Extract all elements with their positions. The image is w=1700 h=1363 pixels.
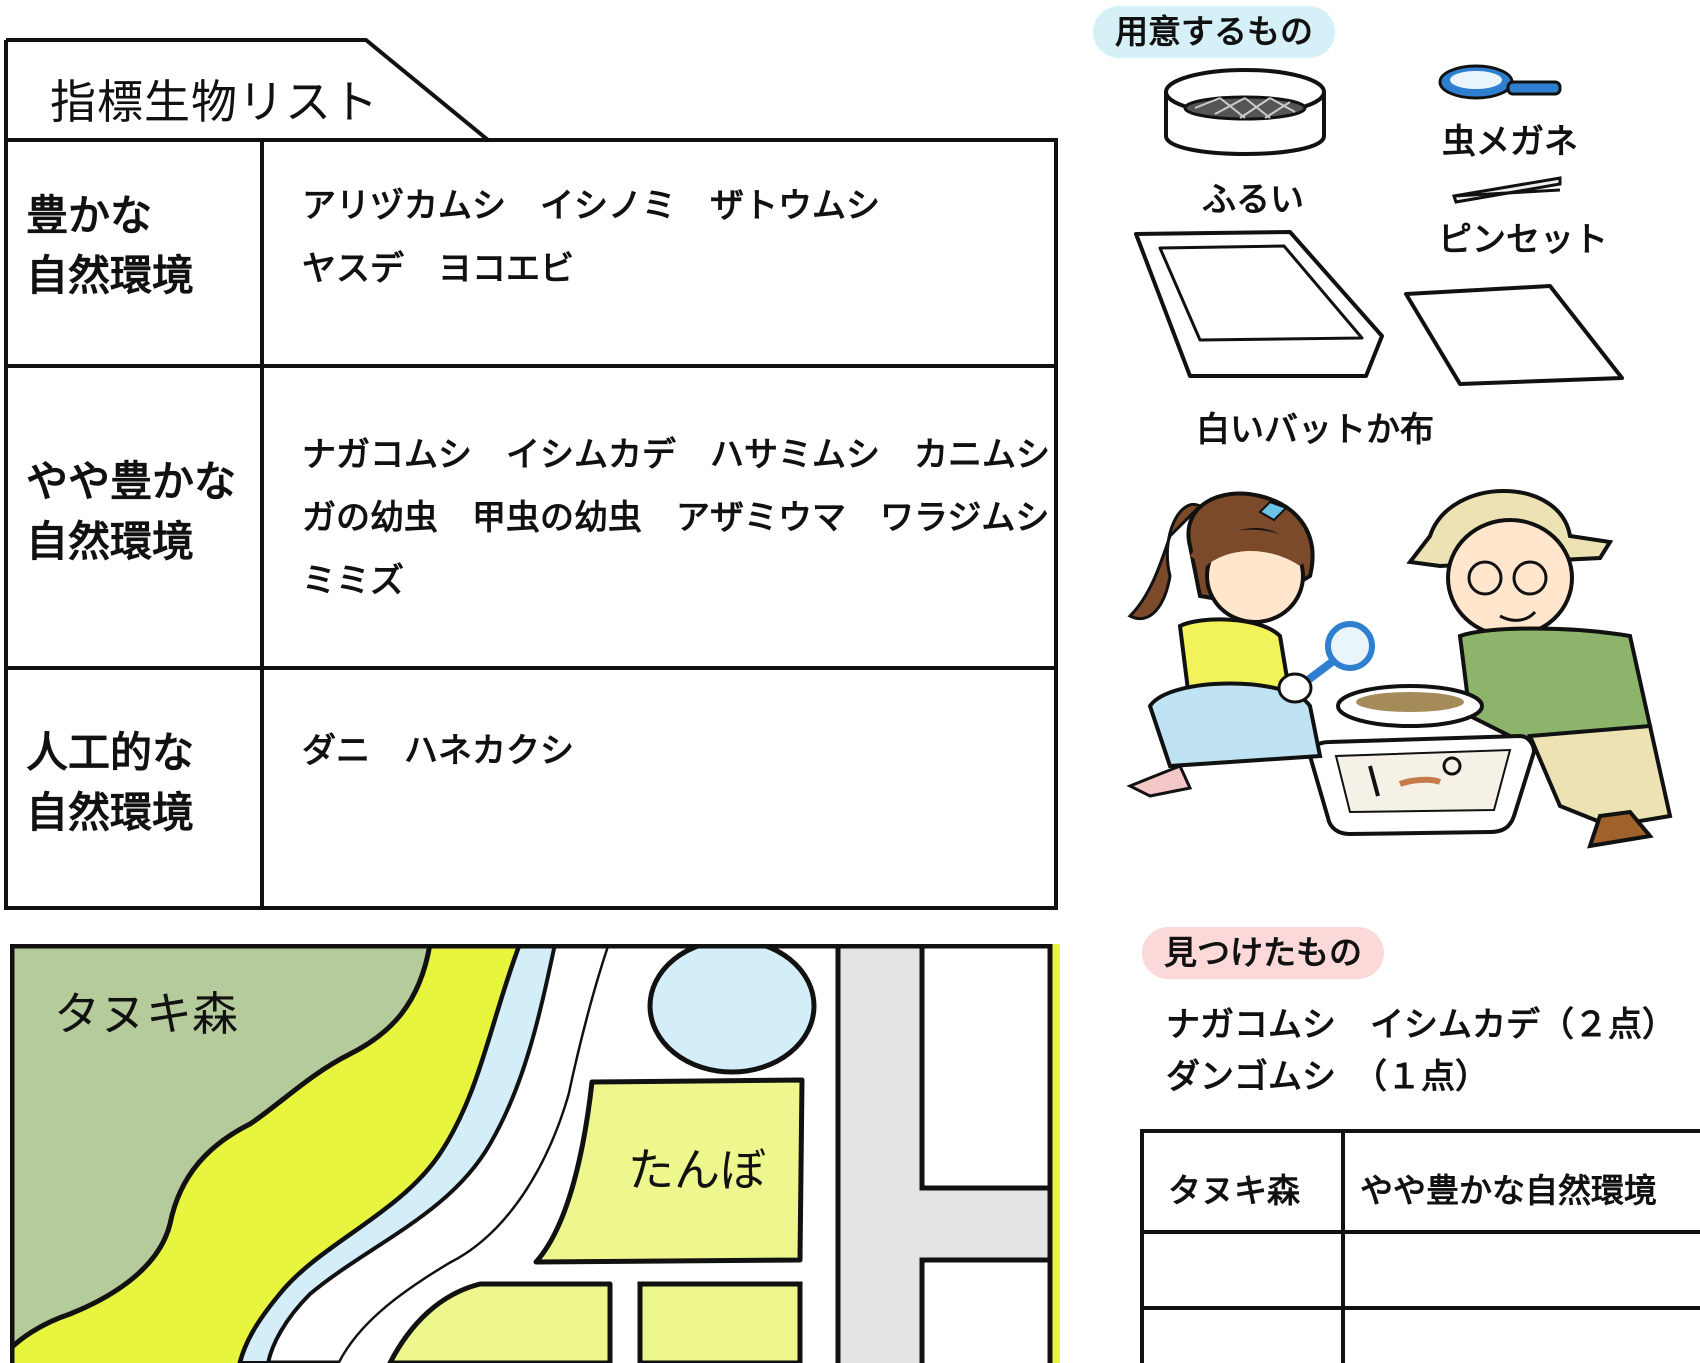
found-heading: 見つけたもの — [1142, 927, 1384, 979]
supplies-heading: 用意するもの — [1093, 6, 1335, 58]
map-label-paddy: たんぼ — [628, 1143, 766, 1197]
env-label-rich: 豊かな 自然環境 — [26, 186, 194, 306]
env-label-line2: 自然環境 — [26, 517, 195, 566]
organisms-artificial: ダニ ハネカクシ — [302, 731, 574, 771]
found-line-2: ダンゴムシ （１点） — [1166, 1057, 1489, 1097]
organisms-somewhat-rich: ナガコムシ イシムカデ ハサミムシ カニムシ ガの幼虫 甲虫の幼虫 アザミウマ … — [302, 435, 1050, 601]
map-label-forest: タヌキ森 — [54, 987, 238, 1041]
tweezers-icon — [1452, 176, 1562, 204]
env-label-line2: 自然環境 — [26, 251, 195, 300]
paddy-field — [533, 1077, 805, 1265]
cloth-icon — [1404, 284, 1624, 386]
env-label-line1: やや豊かな — [26, 457, 237, 506]
observation-illustration — [1126, 489, 1673, 849]
magnifier-icon — [1438, 64, 1562, 100]
env-label-line2: 自然環境 — [26, 788, 195, 837]
tray-icon — [1134, 230, 1384, 378]
env-label-artificial: 人工的な 自然環境 — [26, 723, 194, 843]
river — [238, 944, 557, 1363]
result-cell-environment: やや豊かな自然環境 — [1360, 1171, 1657, 1210]
indicator-list-title: 指標生物リスト — [50, 75, 379, 129]
sieve-label: ふるい — [1202, 180, 1304, 220]
magnifier-label: 虫メガネ — [1442, 122, 1578, 162]
pond — [647, 944, 817, 1075]
found-line-1: ナガコムシ イシムカデ（２点） — [1166, 1005, 1676, 1045]
indicator-table-frame — [4, 38, 1058, 910]
result-cell-place: タヌキ森 — [1168, 1171, 1300, 1210]
env-label-line1: 豊かな — [26, 191, 153, 240]
sieve-icon — [1164, 68, 1326, 156]
env-label-somewhat-rich: やや豊かな 自然環境 — [26, 452, 236, 572]
env-label-line1: 人工的な — [26, 728, 195, 777]
forest-area — [10, 944, 433, 1352]
tweezers-label: ピンセット — [1438, 220, 1608, 260]
organisms-rich: アリヅカムシ イシノミ ザトウムシ ヤスデ ヨコエビ — [302, 186, 880, 289]
tray-cloth-label: 白いバットか布 — [1196, 410, 1434, 450]
result-table-frame — [1140, 1129, 1700, 1363]
area-map — [10, 944, 1060, 1363]
